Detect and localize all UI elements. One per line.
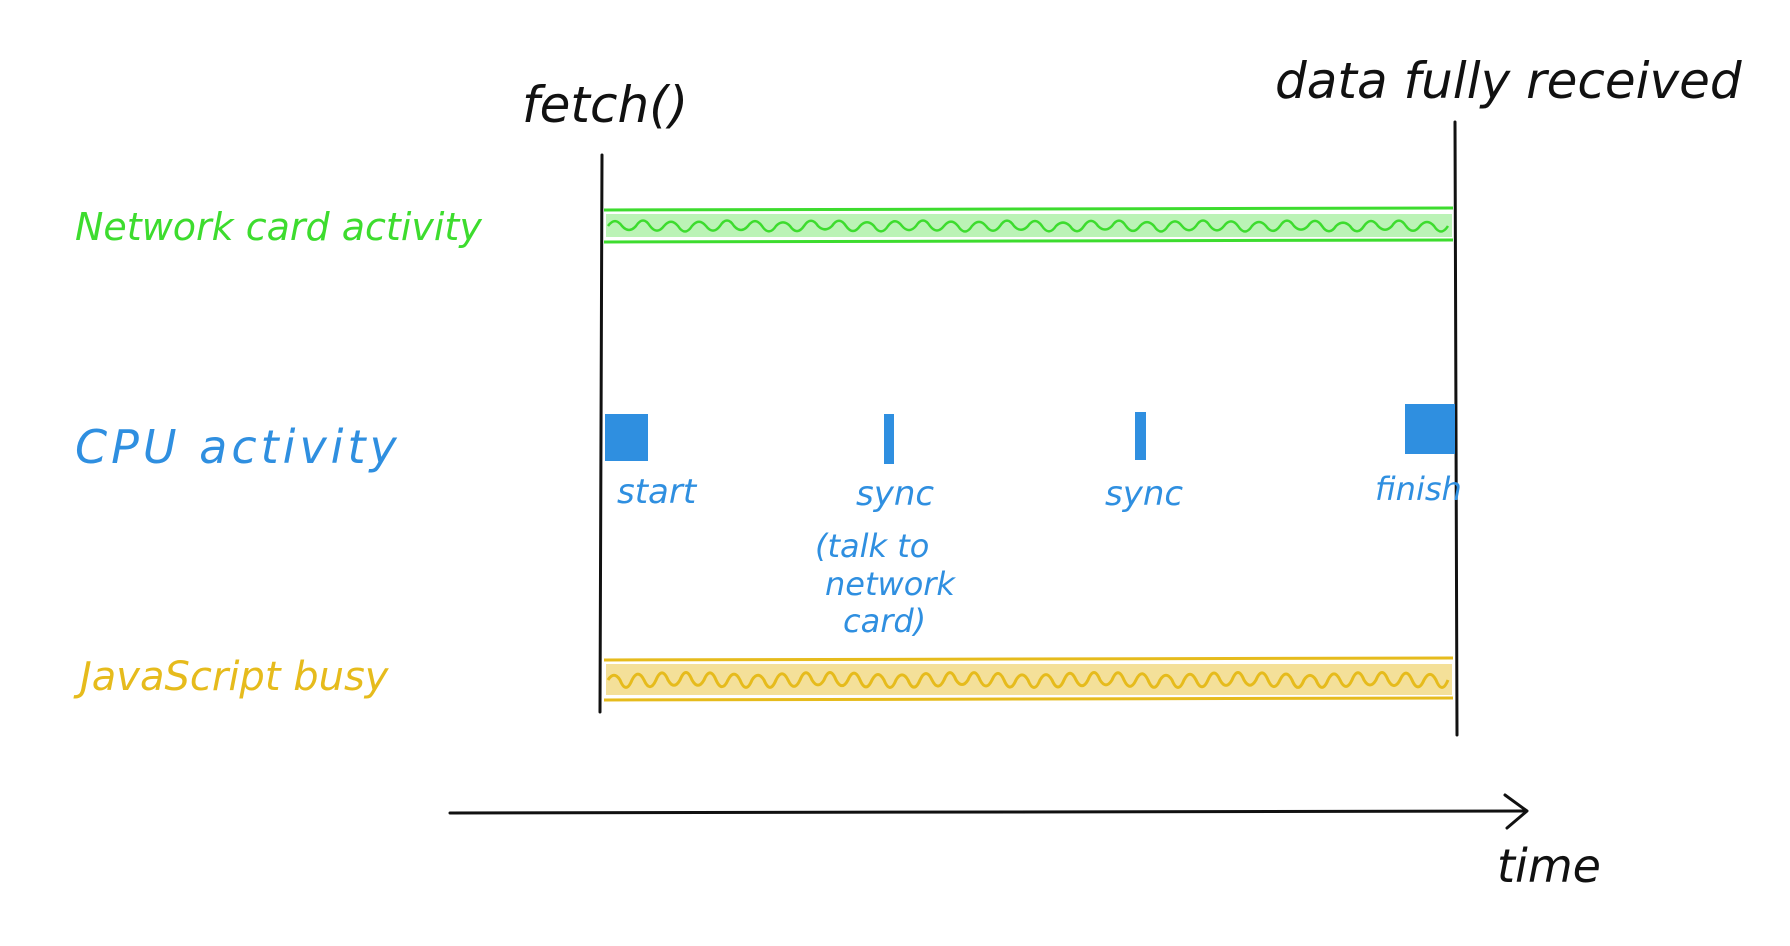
javascript-busy-band [603,656,1454,702]
time-axis [448,793,1529,830]
cpu-start-block [605,414,648,461]
cpu-sync-note-line-1: (talk to [815,527,929,565]
cpu-start-label: start [617,472,698,512]
data-fully-received-label: data fully received [1275,52,1742,110]
network-activity-band [603,206,1454,244]
cpu-sync-label-1: sync [856,474,934,514]
time-axis-arrowhead [1503,793,1529,830]
data-received-marker-line [1453,120,1459,737]
cpu-finish-block [1405,404,1455,454]
fetch-label: fetch() [522,76,688,134]
cpu-sync-note-line-3: card) [843,602,926,640]
cpu-row-label: CPU activity [75,420,401,474]
cpu-sync-block-1 [884,414,894,464]
fetch-marker-line [598,153,604,714]
javascript-row-label: JavaScript busy [73,654,390,700]
network-row-label: Network card activity [75,205,482,249]
cpu-finish-label: finish [1375,470,1462,508]
time-axis-label: time [1497,839,1601,893]
cpu-sync-block-2 [1135,412,1146,460]
cpu-sync-label-2: sync [1105,474,1183,514]
cpu-sync-note-line-2: network [825,565,956,603]
